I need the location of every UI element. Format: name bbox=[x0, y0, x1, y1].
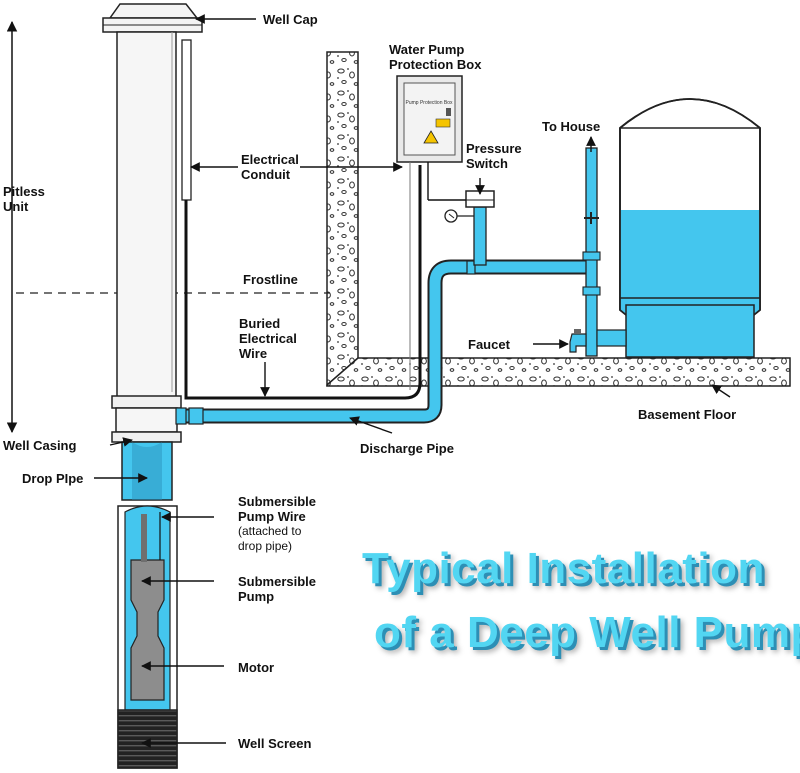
label-discharge-pipe: Discharge Pipe bbox=[360, 441, 454, 456]
diagram-title-line-1: Typical Installation bbox=[362, 544, 765, 593]
label-motor: Motor bbox=[238, 660, 275, 675]
label-drop-pipe: Drop PIpe bbox=[22, 471, 84, 486]
label-basement-floor: Basement Floor bbox=[638, 407, 737, 422]
leader-arrows bbox=[94, 14, 731, 748]
label-faucet: Faucet bbox=[468, 337, 510, 352]
electrical-conduit bbox=[181, 39, 192, 201]
well-casing bbox=[111, 31, 182, 443]
buried-electrical-wire bbox=[184, 165, 422, 400]
well-cap bbox=[102, 3, 203, 33]
discharge-pipe bbox=[175, 259, 590, 425]
label-well-cap: Well Cap bbox=[263, 12, 318, 27]
pressure-tank bbox=[619, 98, 761, 358]
label-well-casing: Well Casing bbox=[3, 438, 77, 453]
diagram-title-line-2: of a Deep Well Pump bbox=[374, 608, 800, 657]
basement-floor-slab bbox=[326, 357, 791, 387]
label-frostline: Frostline bbox=[243, 272, 298, 287]
lower-well-casing bbox=[117, 505, 178, 769]
drop-pipe bbox=[121, 441, 173, 501]
faucet bbox=[569, 329, 587, 353]
submersible-pump bbox=[130, 514, 165, 701]
basement-wall bbox=[326, 51, 359, 387]
protection-box bbox=[396, 75, 466, 390]
label-well-screen: Well Screen bbox=[238, 736, 312, 751]
protection-box-plate: Pump Protection Box bbox=[406, 100, 453, 106]
pressure-switch bbox=[444, 190, 495, 266]
label-to-house: To House bbox=[542, 119, 601, 134]
to-house-pipe bbox=[582, 147, 627, 357]
